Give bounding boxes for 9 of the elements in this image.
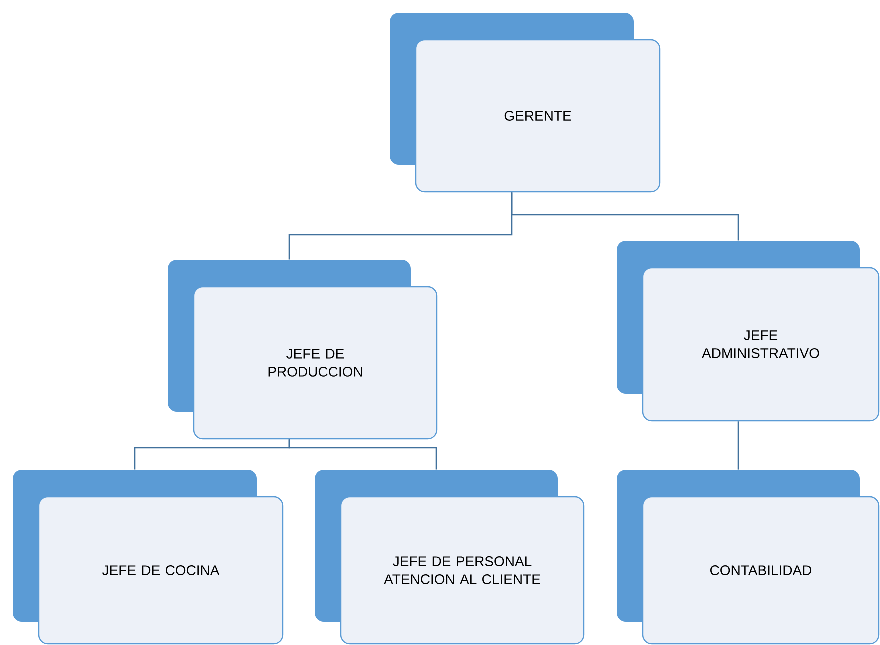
connector-line [288, 440, 438, 470]
org-box: CONTABILIDAD [617, 470, 880, 645]
org-box: JEFE DE COCINA [13, 470, 284, 645]
org-box: JEFE DE PERSONAL ATENCION AL CLIENTE [315, 470, 585, 645]
connector-line [511, 192, 740, 241]
org-box: GERENTE [390, 13, 661, 193]
connector-line [738, 422, 740, 470]
org-box: JEFE ADMINISTRATIVO [617, 241, 880, 422]
org-box: JEFE DE PRODUCCION [168, 260, 438, 440]
